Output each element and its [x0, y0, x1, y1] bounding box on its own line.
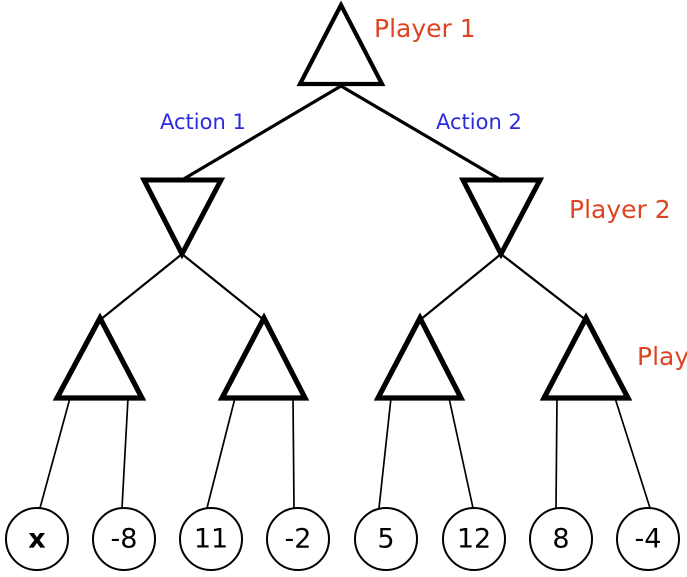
edge-n3-to-leaf6 — [448, 397, 474, 509]
edge-n4-to-leaf8 — [614, 397, 651, 509]
root-node[interactable] — [296, 0, 386, 87]
leaf-payoff-2[interactable] — [92, 507, 156, 571]
action-label-1: Action 1 — [160, 110, 246, 134]
leaf-payoff-7[interactable] — [529, 507, 593, 571]
edge-p2left-to-n1 — [99, 253, 183, 321]
node-group — [52, 0, 633, 401]
edge-root-to-left-p2 — [181, 84, 342, 182]
edge-group-level2 — [99, 253, 587, 321]
edge-n3-to-leaf5 — [378, 397, 392, 509]
leaf-payoff-6[interactable] — [442, 507, 506, 571]
player3-node-4[interactable] — [539, 312, 633, 401]
leaf-payoff-4-label: -2 — [285, 524, 312, 555]
edge-p2left-to-n2 — [181, 253, 265, 321]
leaf-payoff-4[interactable] — [266, 507, 330, 571]
leaf-payoff-5[interactable] — [354, 507, 418, 571]
leaf-payoff-3-label: 11 — [194, 524, 228, 555]
action-label-2: Action 2 — [436, 110, 522, 134]
leaf-group: x -8 11 -2 5 12 8 -4 — [5, 507, 680, 571]
player-label-3: Play — [637, 342, 687, 371]
leaf-payoff-7-label: 8 — [552, 524, 569, 555]
leaf-payoff-6-label: 12 — [457, 524, 491, 555]
edge-group-level1 — [181, 84, 502, 182]
player2-node-left[interactable] — [139, 177, 226, 260]
edge-n4-to-leaf7 — [555, 397, 558, 509]
edge-group-level3 — [39, 397, 651, 509]
leaf-payoff-x[interactable] — [5, 507, 69, 571]
edge-n1-to-leaf1 — [39, 397, 71, 509]
label-group: Player 1 Player 2 Play Action 1 Action 2 — [160, 14, 687, 371]
leaf-payoff-2-label: -8 — [111, 524, 138, 555]
player3-node-3[interactable] — [373, 312, 466, 401]
edge-n2-to-leaf3 — [206, 397, 236, 509]
leaf-payoff-8-label: -4 — [635, 524, 662, 555]
player-label-2: Player 2 — [569, 195, 671, 224]
player3-node-1[interactable] — [52, 312, 147, 401]
leaf-payoff-8[interactable] — [616, 507, 680, 571]
leaf-payoff-5-label: 5 — [377, 524, 394, 555]
edge-n1-to-leaf2 — [121, 397, 129, 509]
edge-p2right-to-n3 — [419, 253, 502, 321]
player2-node-right[interactable] — [458, 177, 545, 260]
leaf-payoff-3[interactable] — [179, 507, 243, 571]
leaf-payoff-x-label: x — [28, 524, 45, 555]
edge-p2right-to-n4 — [500, 253, 587, 321]
edge-n2-to-leaf4 — [292, 397, 295, 509]
edge-root-to-right-p2 — [340, 84, 502, 182]
player3-node-2[interactable] — [217, 312, 310, 401]
player-label-1: Player 1 — [374, 14, 476, 43]
